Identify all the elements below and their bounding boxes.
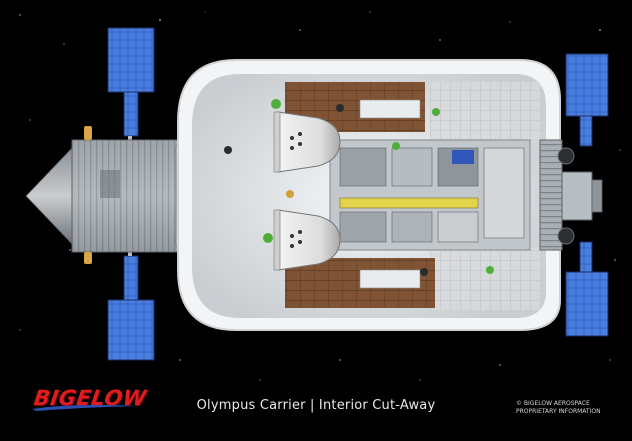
brand-swoosh: [32, 405, 140, 411]
copyright-line-1: © BIGELOW AEROSPACE: [516, 400, 590, 407]
right-solar-array: [565, 53, 609, 337]
copyright-line-2: PROPRIETARY INFORMATION: [516, 408, 601, 415]
image-caption: Olympus Carrier | Interior Cut-Away: [196, 398, 436, 413]
service-module: [25, 126, 185, 264]
habitat-hull: [177, 59, 561, 331]
bigelow-logo: BIGELOW: [30, 386, 148, 412]
left-solar-array: [107, 27, 155, 361]
copyright-notice: © BIGELOW AEROSPACE PROPRIETARY INFORMAT…: [516, 400, 616, 416]
docking-node: [539, 139, 603, 251]
docked-capsule-upper: [273, 111, 341, 173]
docked-capsule-lower: [273, 209, 341, 271]
